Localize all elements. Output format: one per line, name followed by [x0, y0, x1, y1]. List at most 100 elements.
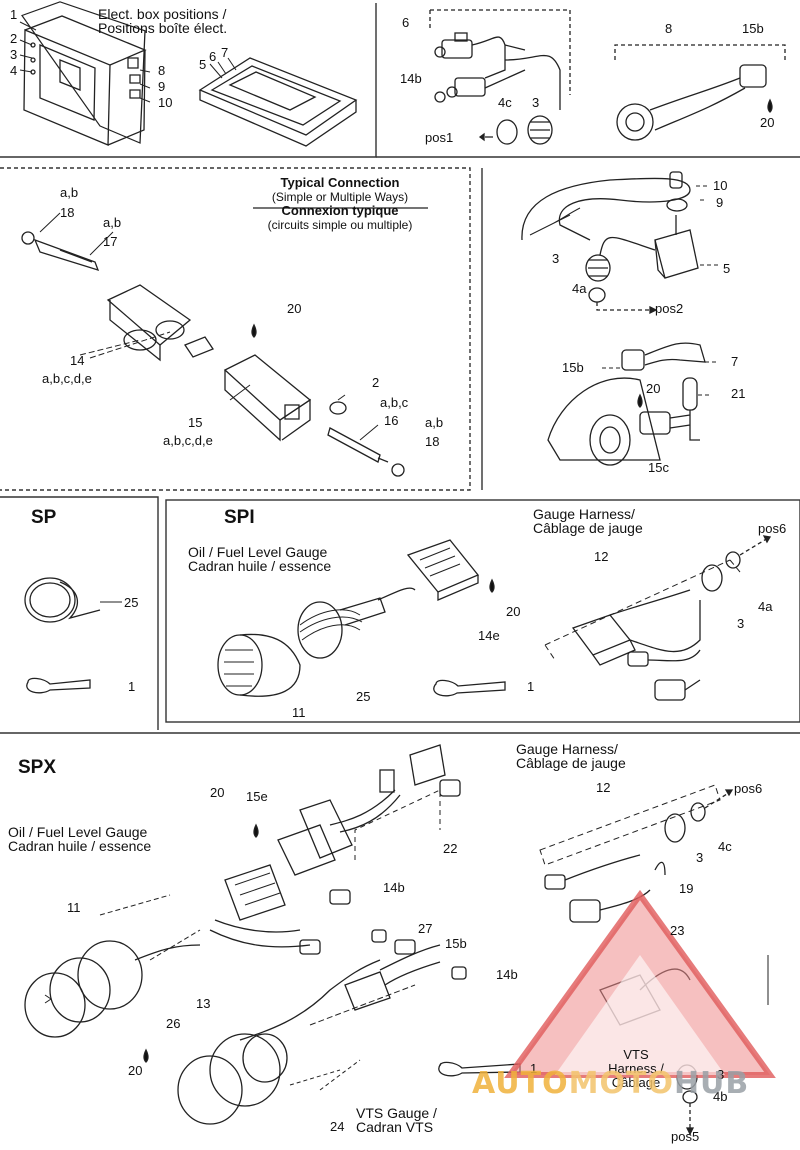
spx-vts-harness-line1: VTS: [623, 1047, 649, 1062]
spx-title: SPX: [18, 757, 57, 778]
spx-vts-harness-title: VTS Harness / Câblage: [600, 1048, 672, 1090]
pos1-label: pos1: [425, 130, 454, 145]
part-20-p2: 20: [760, 115, 775, 130]
sp-title: SP: [31, 507, 57, 528]
spx-vts-gauge-fr: Cadran VTS: [356, 1119, 434, 1135]
spi-gauge-title: Oil / Fuel Level Gauge Cadran huile / es…: [188, 545, 331, 573]
part-18b: 18: [425, 434, 440, 449]
spi-pos6-label: pos6: [758, 521, 787, 536]
harness-5-group: [521, 171, 718, 315]
connector-14b-group: [429, 9, 571, 145]
spx-part-20a: 20: [210, 785, 225, 800]
spx-gauge-title-fr: Cadran huile / essence: [8, 838, 152, 854]
part-21: 21: [731, 386, 746, 401]
leader-lines-p1: [19, 21, 237, 103]
part-25-sp: 25: [124, 595, 139, 610]
elect-box-title-line2: Positions boîte élect.: [98, 20, 228, 36]
part-9: 9: [158, 79, 166, 94]
spx-harness-title: Gauge Harness/ Câblage de jauge: [516, 742, 626, 770]
spx-part-14b-2: 14b: [496, 967, 518, 982]
part-15c: 15c: [648, 460, 669, 475]
part-3-p4: 3: [552, 251, 560, 266]
bracket-15c-group: [547, 342, 718, 466]
variant-abcde-14: a,b,c,d,e: [42, 371, 92, 386]
elect-box-title: Elect. box positions / Positions boîte é…: [98, 7, 227, 35]
variant-abc-16: a,b,c: [380, 395, 409, 410]
part-16: 16: [384, 413, 399, 428]
spi-title: SPI: [224, 507, 255, 528]
part-1-sp: 1: [128, 679, 136, 694]
part-1: 1: [10, 7, 18, 22]
spx-part-24: 24: [330, 1119, 345, 1134]
spi-harness-title: Gauge Harness/ Câblage de jauge: [533, 507, 643, 535]
variant-ab-18b: a,b: [425, 415, 444, 430]
part-20-p5: 20: [646, 381, 661, 396]
spx-part-26: 26: [166, 1016, 181, 1031]
watermark-text: AUTOMOTOHUB: [472, 1066, 749, 1101]
spi-harness-title-en: Gauge Harness/: [533, 506, 635, 522]
typical-connection-fr: Connexion typique: [281, 203, 399, 218]
part-4: 4: [10, 63, 18, 78]
watermark-logo: [504, 889, 776, 1078]
part-2-p3: 2: [372, 375, 380, 390]
spx-part-4c: 4c: [718, 839, 732, 854]
watermark-text-c: HUB: [673, 1066, 750, 1101]
part-20-p3: 20: [287, 301, 302, 316]
spx-gauge-title-en: Oil / Fuel Level Gauge: [8, 824, 148, 840]
watermark-text-b: MOTO: [568, 1066, 674, 1101]
elect-box-title-line1: Elect. box positions /: [98, 6, 227, 22]
part-6: 6: [209, 49, 217, 64]
part-10-p4: 10: [713, 178, 728, 193]
part-15b-p5: 15b: [562, 360, 584, 375]
spx-vts-harness-line2: Harness /: [608, 1061, 664, 1076]
sp-parts: [24, 577, 122, 694]
spi-part-20: 20: [506, 604, 521, 619]
part-15: 15: [188, 415, 203, 430]
spi-part-3: 3: [737, 616, 745, 631]
spx-gauge-title: Oil / Fuel Level Gauge Cadran huile / es…: [8, 825, 151, 853]
part-2: 2: [10, 31, 18, 46]
part-7-p5: 7: [731, 354, 739, 369]
spi-part-11: 11: [292, 705, 306, 720]
part-14b: 14b: [400, 71, 422, 86]
spx-vts-gauge-title: VTS Gauge / Cadran VTS: [356, 1106, 437, 1134]
spx-part-27: 27: [418, 921, 433, 936]
variant-ab-17: a,b: [103, 215, 122, 230]
panel-borders: [0, 3, 800, 734]
spx-harness-title-en: Gauge Harness/: [516, 741, 618, 757]
typical-connection-en: Typical Connection: [280, 175, 400, 190]
part-10: 10: [158, 95, 173, 110]
spx-part-3b: 3: [717, 1067, 725, 1082]
spx-part-15b: 15b: [445, 936, 467, 951]
spx-part-20b: 20: [128, 1063, 143, 1078]
spi-part-25: 25: [356, 689, 371, 704]
spx-vts-harness-line3: Câblage: [611, 1075, 661, 1090]
spi-gauge-title-fr: Cadran huile / essence: [188, 558, 332, 574]
part-3-p2: 3: [532, 95, 540, 110]
part-5-p4: 5: [723, 261, 731, 276]
spi-parts: [217, 535, 772, 701]
spx-pos6-label: pos6: [734, 781, 763, 796]
variant-ab-18: a,b: [60, 185, 79, 200]
part-14: 14: [70, 353, 85, 368]
part-17: 17: [103, 234, 118, 249]
part-4c: 4c: [498, 95, 512, 110]
part-18: 18: [60, 205, 75, 220]
part-8: 8: [158, 63, 166, 78]
pos2-label: pos2: [655, 301, 684, 316]
spx-part-23: 23: [670, 923, 685, 938]
connector-15b-group: [614, 44, 786, 141]
spi-gauge-title-en: Oil / Fuel Level Gauge: [188, 544, 328, 560]
spx-part-14b: 14b: [383, 880, 405, 895]
part-6-p2: 6: [402, 15, 410, 30]
part-15b: 15b: [742, 21, 764, 36]
spi-part-1: 1: [527, 679, 535, 694]
typical-connection: [21, 207, 428, 477]
typical-connection-fr-sub: (circuits simple ou multiple): [267, 218, 413, 232]
spx-part-22: 22: [443, 841, 458, 856]
spi-part-14e: 14e: [478, 628, 500, 643]
spx-part-12: 12: [596, 780, 611, 795]
part-3: 3: [10, 47, 18, 62]
spx-harness-title-fr: Câblage de jauge: [516, 755, 626, 771]
spx-part-13: 13: [196, 996, 211, 1011]
